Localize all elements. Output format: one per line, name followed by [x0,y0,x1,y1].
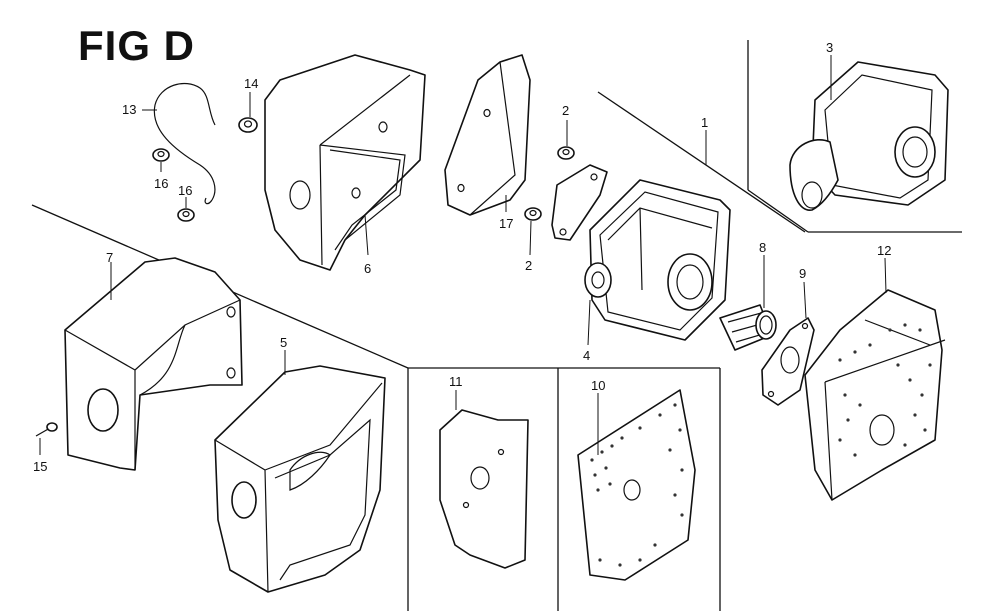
perforated-plate-10 [577,389,696,581]
perforation-dots-12 [838,323,932,457]
callout-2-upper: 2 [562,103,569,118]
callout-3: 3 [826,40,833,55]
nut-16-lower [177,208,195,222]
muffler-protector-5 [214,365,386,593]
callout-15: 15 [33,459,47,474]
nut-2-lower [524,207,542,221]
callout-labels: 13 14 16 16 6 17 2 2 1 3 4 8 9 12 7 5 11… [33,40,891,474]
callout-1: 1 [701,115,708,130]
perforation-dots-10 [590,403,684,567]
muffler-3 [789,61,949,211]
callout-16-lower: 16 [178,183,192,198]
nut-14 [238,117,258,133]
callout-12: 12 [877,243,891,258]
callout-16-upper: 16 [154,176,168,191]
spark-arrester-screen-8 [719,304,777,351]
screw-15 [35,422,58,437]
callout-11: 11 [449,374,463,389]
callout-17: 17 [499,216,513,231]
callout-2-lower: 2 [525,258,532,273]
callout-13: 13 [122,102,136,117]
callout-10: 10 [591,378,605,393]
callout-4: 4 [583,348,590,363]
nut-16-upper [152,148,170,162]
exhaust-gasket-9 [761,317,815,406]
callout-14: 14 [244,76,258,91]
nut-2-upper [557,146,575,160]
muffler-1 [584,179,731,341]
leader-lines [39,55,887,455]
muffler-gasket [551,164,608,241]
callout-5: 5 [280,335,287,350]
figure-title: FIG D [78,22,195,69]
heat-shield-plate-11 [439,409,529,569]
section-dividers [31,40,962,611]
callout-7: 7 [106,250,113,265]
heat-shield-17 [444,54,531,216]
callout-8: 8 [759,240,766,255]
callout-9: 9 [799,266,806,281]
wire-hook-part [153,82,216,205]
muffler-protector-7 [64,257,243,471]
muffler-protector-6 [264,54,426,271]
callout-6: 6 [364,261,371,276]
muffler-protector-12 [804,289,946,501]
